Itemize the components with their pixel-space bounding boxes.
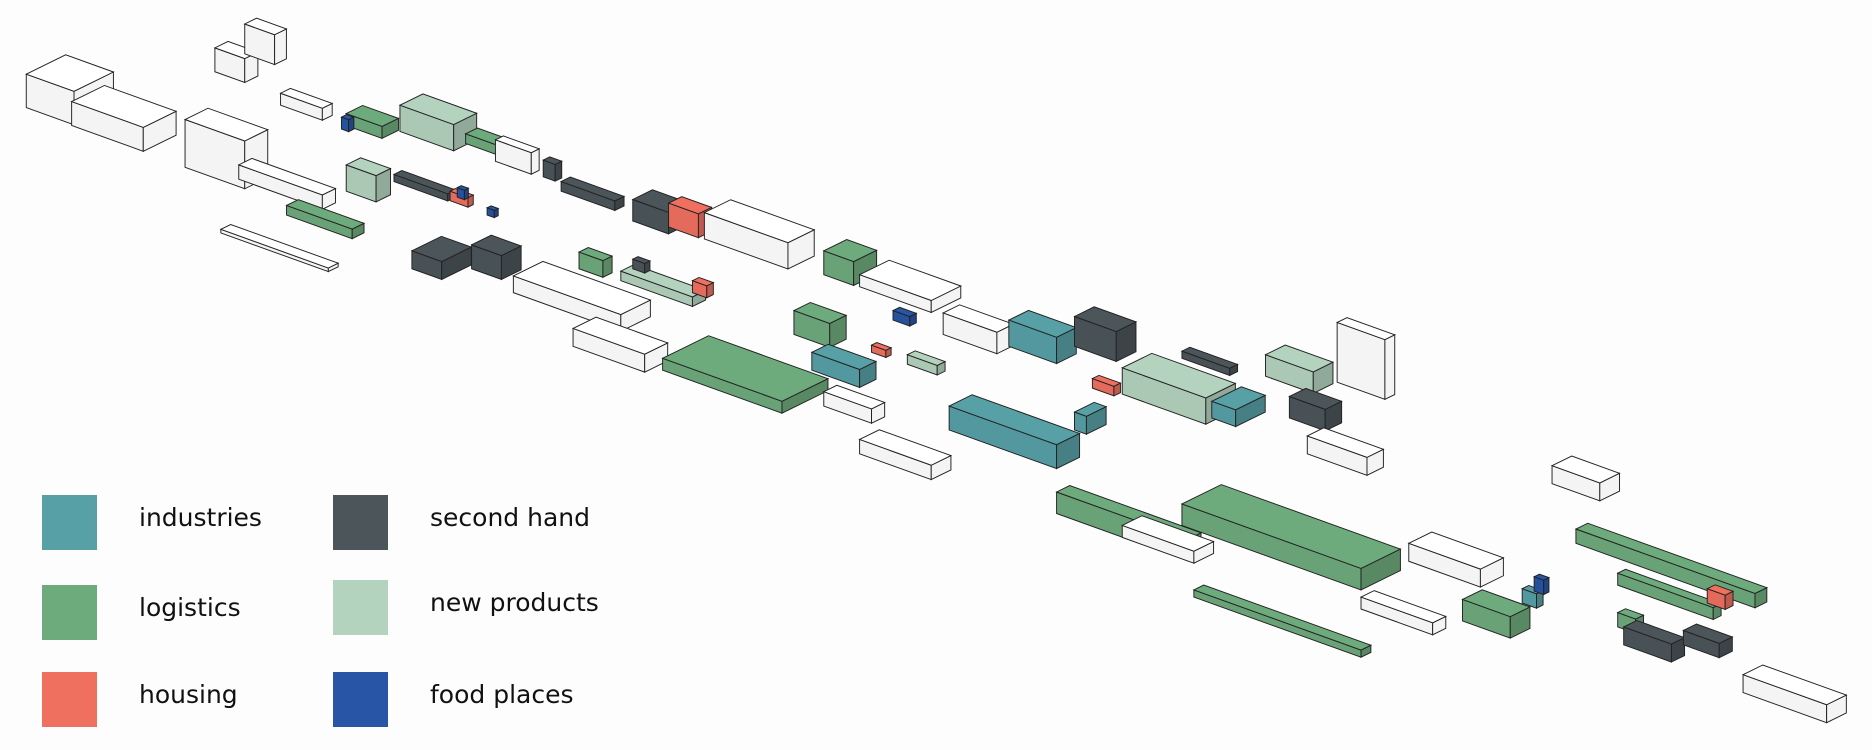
building-logistics (1461, 589, 1532, 639)
building-other (1550, 455, 1621, 502)
building-other (858, 429, 953, 481)
building-housing (870, 342, 893, 359)
building-industries (947, 394, 1081, 470)
building-logistics (661, 335, 830, 414)
building-food-places (340, 114, 356, 133)
building-second-hand (1682, 623, 1734, 659)
building-logistics (1192, 584, 1373, 658)
building-industries (1073, 401, 1108, 435)
building-other (70, 84, 178, 153)
building-other (822, 384, 886, 424)
building-food-places (1532, 573, 1551, 596)
legend-label: second hand (430, 503, 590, 532)
legend-label: new products (430, 588, 599, 617)
legend-new-products: new products (333, 580, 599, 635)
legend-label: housing (139, 680, 238, 709)
building-housing (1706, 584, 1735, 611)
building-other (1359, 590, 1448, 636)
legend-food-places: food places (333, 672, 574, 727)
legend-swatch-food-places (333, 672, 388, 727)
building-other (243, 17, 288, 66)
building-logistics (345, 104, 400, 140)
building-other (279, 87, 334, 121)
building-other (219, 223, 340, 273)
building-food-places (456, 185, 470, 201)
building-second-hand (392, 170, 457, 202)
building-second-hand (1073, 306, 1138, 363)
building-housing (1091, 374, 1122, 397)
building-other (1335, 317, 1396, 401)
building-other (1121, 515, 1215, 564)
building-second-hand (1288, 387, 1343, 432)
building-logistics (285, 199, 366, 240)
building-logistics (577, 246, 614, 279)
building-logistics (792, 301, 848, 349)
building-industries (1007, 309, 1078, 365)
building-second-hand (541, 156, 563, 182)
building-industries (1210, 386, 1267, 428)
legend-housing: housing (42, 672, 238, 727)
building-food-places (485, 205, 500, 219)
building-other (858, 259, 962, 314)
legend-swatch-housing (42, 672, 97, 727)
building-food-places (891, 306, 918, 327)
legend-swatch-new-products (333, 580, 388, 635)
building-second-hand (1622, 619, 1686, 663)
building-housing (691, 276, 715, 299)
building-other (703, 199, 816, 270)
legend-label: industries (139, 503, 262, 532)
building-second-hand (1180, 346, 1239, 377)
legend-logistics: logistics (42, 585, 241, 640)
legend-label: food places (430, 680, 574, 709)
building-other (1741, 664, 1848, 724)
building-second-hand (470, 234, 523, 281)
building-new-products (906, 350, 947, 376)
building-logistics (1180, 484, 1402, 591)
building-other (571, 316, 669, 373)
building-new-products (1264, 344, 1335, 395)
building-second-hand (631, 256, 652, 274)
building-other (1306, 427, 1385, 477)
legend-swatch-second-hand (333, 495, 388, 550)
building-other (941, 304, 1015, 355)
building-other (512, 260, 652, 333)
legend-swatch-logistics (42, 585, 97, 640)
legend-second-hand: second hand (333, 495, 590, 550)
building-second-hand (410, 235, 473, 281)
legend-industries: industries (42, 495, 262, 550)
building-other (1407, 531, 1505, 588)
building-second-hand (559, 176, 626, 212)
building-industries (810, 343, 878, 389)
legend-swatch-industries (42, 495, 97, 550)
building-new-products (345, 157, 392, 203)
building-other (494, 135, 541, 175)
legend-label: logistics (139, 593, 241, 622)
building-other (237, 157, 337, 211)
